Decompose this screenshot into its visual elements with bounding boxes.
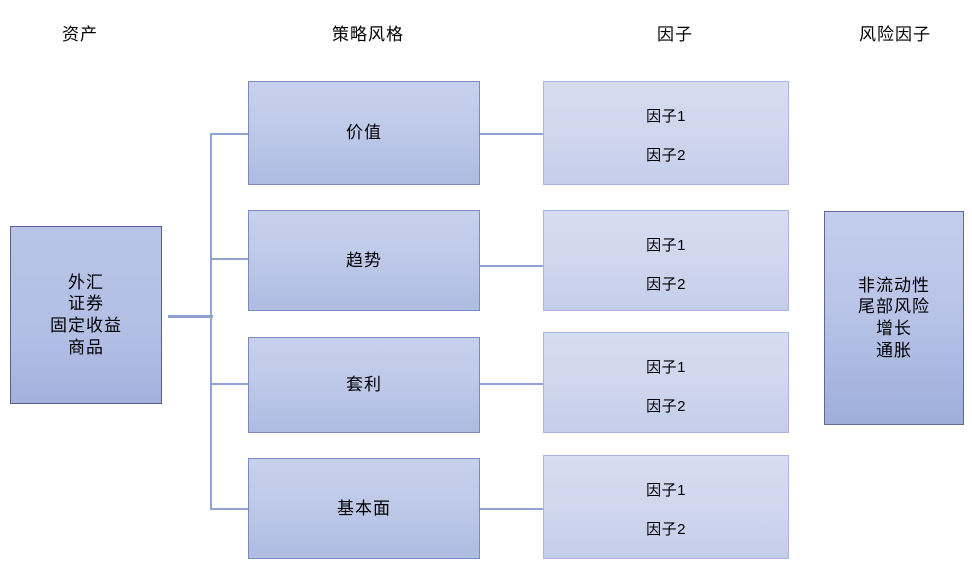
factor-item-1: 因子1: [646, 359, 686, 377]
factor-item-1: 因子1: [646, 108, 686, 126]
connector-fundamental-to-factors: [478, 508, 544, 510]
factor-node-fundamental[interactable]: 因子1 因子2 … 因子N: [543, 455, 789, 559]
factor-spacer: [645, 184, 687, 190]
connector-arbitrage-to-factors: [478, 383, 544, 385]
column-header-factor: 因子: [657, 25, 693, 44]
factor-item-1: 因子1: [646, 482, 686, 500]
connector-trunk-to-fundamental: [210, 508, 250, 510]
factor-spacer: [645, 558, 687, 564]
connector-trunk-vertical: [210, 133, 212, 510]
asset-node[interactable]: 外汇 证券 固定收益 商品: [10, 226, 162, 404]
connector-trend-to-factors: [478, 265, 544, 267]
factor-node-trend[interactable]: 因子1 因子2 … 因子N: [543, 210, 789, 388]
style-node-value[interactable]: 价值: [248, 81, 480, 185]
connector-value-to-factors: [478, 133, 544, 135]
style-node-trend[interactable]: 趋势: [248, 210, 480, 311]
factor-item-2: 因子2: [646, 520, 686, 538]
risk-factor-node[interactable]: 非流动性 尾部风险 增长 通胀: [824, 211, 964, 425]
factor-spacer: [645, 313, 687, 319]
factor-item-2: 因子2: [646, 275, 686, 293]
factor-item-2: 因子2: [646, 397, 686, 415]
factor-node-arbitrage[interactable]: 因子1 因子2 … 因子N: [543, 332, 789, 510]
factor-item-2: 因子2: [646, 146, 686, 164]
factor-item-1: 因子1: [646, 237, 686, 255]
style-node-arbitrage[interactable]: 套利: [248, 337, 480, 433]
column-header-asset: 资产: [62, 25, 98, 44]
connector-trunk-to-value: [210, 133, 250, 135]
style-node-fundamental[interactable]: 基本面: [248, 458, 480, 559]
connector-asset-to-trunk: [168, 315, 213, 318]
connector-trunk-to-arbitrage: [210, 383, 250, 385]
factor-node-value[interactable]: 因子1 因子2 … 因子N: [543, 81, 789, 259]
column-header-strategy-style: 策略风格: [332, 25, 404, 44]
factor-spacer: [645, 435, 687, 441]
column-header-risk-factor: 风险因子: [859, 25, 931, 44]
connector-trunk-to-trend: [210, 258, 250, 260]
